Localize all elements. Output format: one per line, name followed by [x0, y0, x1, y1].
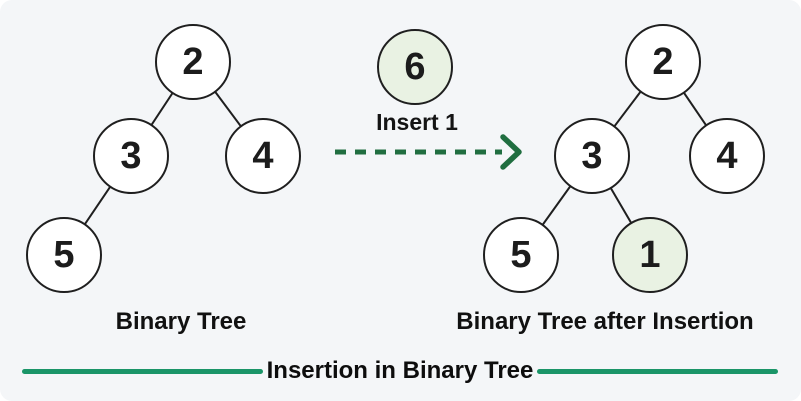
caption-rule-right	[537, 369, 778, 374]
tree-node: 3	[93, 118, 169, 194]
tree-node: 4	[689, 118, 765, 194]
node-value: 2	[182, 40, 204, 83]
tree-node: 3	[554, 118, 630, 194]
insert-value-node: 6	[377, 29, 453, 105]
node-value: 1	[639, 233, 661, 276]
insert-action-label: Insert 1	[376, 109, 458, 135]
node-value: 6	[404, 45, 426, 88]
caption: Insertion in Binary Tree	[266, 357, 534, 384]
tree-node: 5	[483, 217, 559, 293]
node-value: 5	[510, 233, 532, 276]
node-value: 2	[652, 40, 674, 83]
tree-node: 2	[155, 24, 231, 100]
tree-node: 4	[225, 118, 301, 194]
node-value: 3	[581, 134, 603, 177]
tree-node: 2	[625, 24, 701, 100]
right-tree-label: Binary Tree after Insertion	[456, 308, 754, 335]
node-value: 5	[53, 233, 75, 276]
tree-node: 5	[26, 217, 102, 293]
inserted-tree-node: 1	[612, 217, 688, 293]
node-value: 4	[252, 134, 274, 177]
caption-rule-left	[22, 369, 263, 374]
node-value: 3	[120, 134, 142, 177]
insert-arrow-icon	[335, 134, 522, 170]
node-value: 4	[716, 134, 738, 177]
left-tree-label: Binary Tree	[115, 308, 247, 335]
